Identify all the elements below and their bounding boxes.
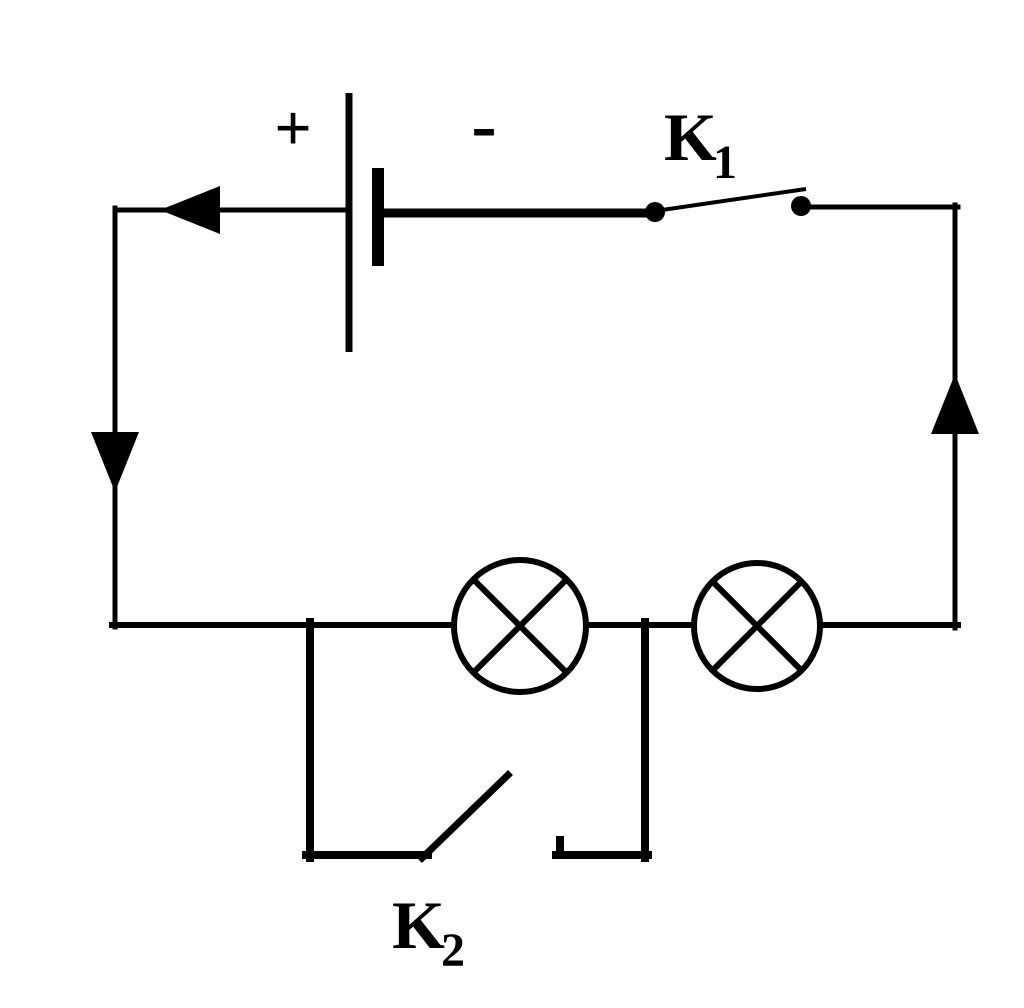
- switch-k1-terminal-right: [791, 196, 811, 216]
- lamp-2-cross-b: [709, 578, 805, 674]
- battery-negative-label: -: [471, 83, 496, 167]
- switch-k1-blade: [654, 187, 807, 213]
- battery-symbol: [345, 93, 658, 352]
- lamp-1-cross-b: [470, 576, 570, 676]
- switch-k1-symbol: [645, 187, 811, 222]
- switch-k2-branch: [302, 618, 652, 863]
- switch-k1-label-subscript: 1: [713, 136, 737, 189]
- switch-k1-terminal-left: [645, 202, 665, 222]
- battery-positive-label: +: [274, 92, 312, 165]
- switch-k2-blade: [417, 770, 513, 863]
- switch-k1-label-main: K: [664, 99, 717, 175]
- switch-k2-label: K 2: [392, 887, 465, 977]
- current-arrow-up-icon: [931, 374, 979, 434]
- switch-k2-label-subscript: 2: [441, 924, 465, 977]
- current-arrow-down-icon: [91, 432, 139, 492]
- switch-k1-label: K 1: [664, 99, 737, 189]
- lamp-2-symbol: [691, 560, 823, 692]
- current-arrows: [91, 186, 979, 492]
- current-arrow-left-icon: [160, 186, 220, 234]
- lamp-1-symbol: [451, 557, 589, 695]
- switch-k2-label-main: K: [392, 887, 445, 963]
